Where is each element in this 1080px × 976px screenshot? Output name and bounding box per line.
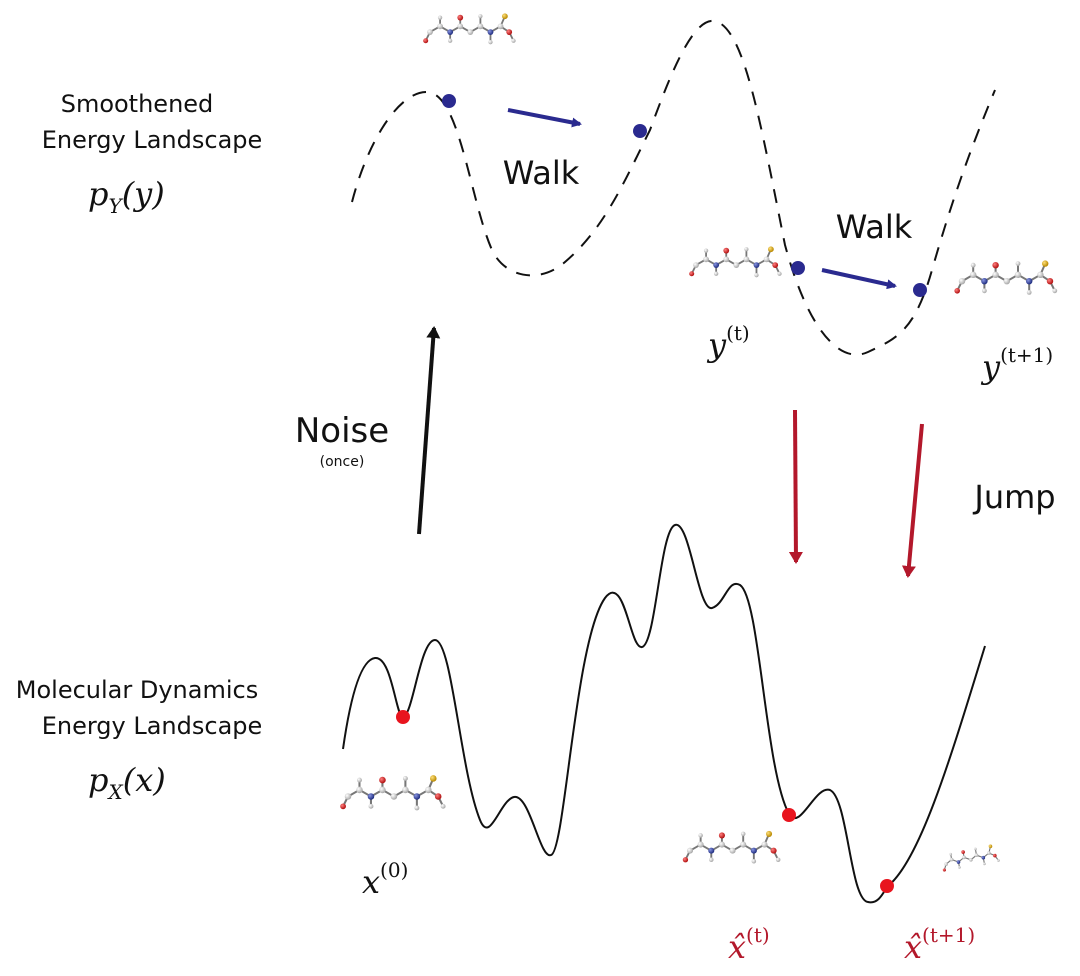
smoothed-sample-point-2 (633, 124, 647, 138)
md-sample-point-xhat-t1 (880, 879, 894, 893)
jump-label: Jump (972, 478, 1055, 516)
xhat-t1-label: x̂(t+1) (904, 923, 975, 966)
noise-sublabel: (once) (320, 454, 365, 470)
md-landscape-label-line2: Energy Landscape (42, 712, 263, 740)
md-energy-curve (342, 524, 986, 904)
xhat-t-label: x̂(t) (728, 923, 770, 966)
walk-label-1: Walk (503, 154, 580, 192)
walk-arrow-2 (821, 268, 897, 290)
smoothed-sample-point-1 (442, 94, 456, 108)
molecule-image-x0 (339, 774, 447, 812)
y-t-label: y(t) (706, 321, 750, 364)
md-landscape-label-line1: Molecular Dynamics (16, 676, 258, 704)
md-sample-point-xhat-t (782, 808, 796, 822)
smoothed-landscape-label-line2: Energy Landscape (42, 126, 263, 154)
jump-arrow-2 (901, 423, 924, 578)
molecule-image-xhat-t1 (939, 842, 1001, 874)
md-landscape-math: pX(x) (88, 761, 166, 804)
molecule-image-yt1 (953, 259, 1059, 296)
molecule-image-top (422, 12, 517, 46)
smoothed-sample-point-yt1 (913, 283, 927, 297)
walk-arrow-1 (507, 108, 582, 128)
noise-label: Noise (295, 411, 389, 451)
molecule-image-xhat-t (681, 829, 782, 865)
md-sample-point-x0 (396, 710, 410, 724)
walk-label-2: Walk (836, 208, 913, 246)
y-t1-label: y(t+1) (980, 343, 1053, 386)
smoothed-energy-curve (351, 19, 996, 356)
smoothed-landscape-math: pY(y) (88, 175, 165, 218)
noise-arrow (417, 326, 441, 535)
smoothed-landscape-label-line1: Smoothened (61, 90, 214, 118)
jump-arrow-1 (788, 409, 803, 564)
smoothed-sample-point-yt (791, 261, 805, 275)
molecule-image-yt (688, 245, 783, 279)
x0-label: x(0) (362, 858, 408, 901)
